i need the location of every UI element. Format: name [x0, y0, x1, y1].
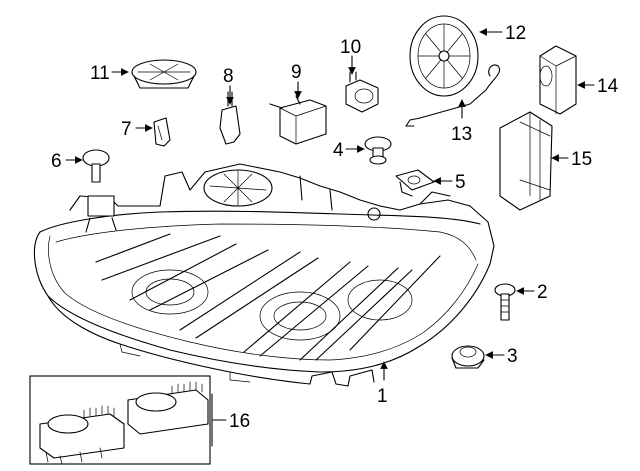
callout-16: 16	[229, 411, 250, 432]
part-15-ballast	[499, 111, 553, 211]
callout-labels: 1 2 3 4 5 6 7 8 9 10 11 12 13 14 15 16	[51, 23, 619, 432]
part-7-bracket	[153, 117, 171, 147]
callout-1: 1	[377, 386, 388, 407]
callout-14: 14	[597, 76, 619, 97]
part-9-module	[269, 95, 327, 145]
leader-lines	[65, 28, 595, 447]
part-5-clip	[395, 169, 435, 197]
part-4-screw	[364, 136, 392, 165]
callout-2: 2	[537, 282, 548, 303]
callout-6: 6	[51, 151, 62, 172]
callout-11: 11	[90, 63, 110, 84]
callout-7: 7	[121, 119, 132, 140]
part-11-cap	[131, 59, 197, 89]
callout-9: 9	[291, 62, 302, 83]
callout-13: 13	[451, 124, 472, 145]
part-10-socket	[345, 71, 379, 113]
callout-15: 15	[571, 149, 592, 170]
part-14-control-unit	[539, 45, 577, 115]
leader-16	[211, 393, 227, 447]
part-3-adjuster	[451, 345, 485, 369]
part-16-box	[29, 375, 211, 465]
callout-3: 3	[507, 346, 518, 367]
callout-12: 12	[505, 23, 526, 44]
callout-4: 4	[333, 140, 344, 161]
callout-10: 10	[340, 37, 361, 58]
part-13-harness	[405, 64, 501, 127]
part-6-screw	[82, 149, 110, 183]
headlamp-assembly	[33, 163, 495, 387]
part-12-cover	[409, 15, 479, 97]
callout-8: 8	[223, 66, 234, 87]
callout-5: 5	[455, 172, 466, 193]
part-2-bolt	[494, 283, 516, 321]
